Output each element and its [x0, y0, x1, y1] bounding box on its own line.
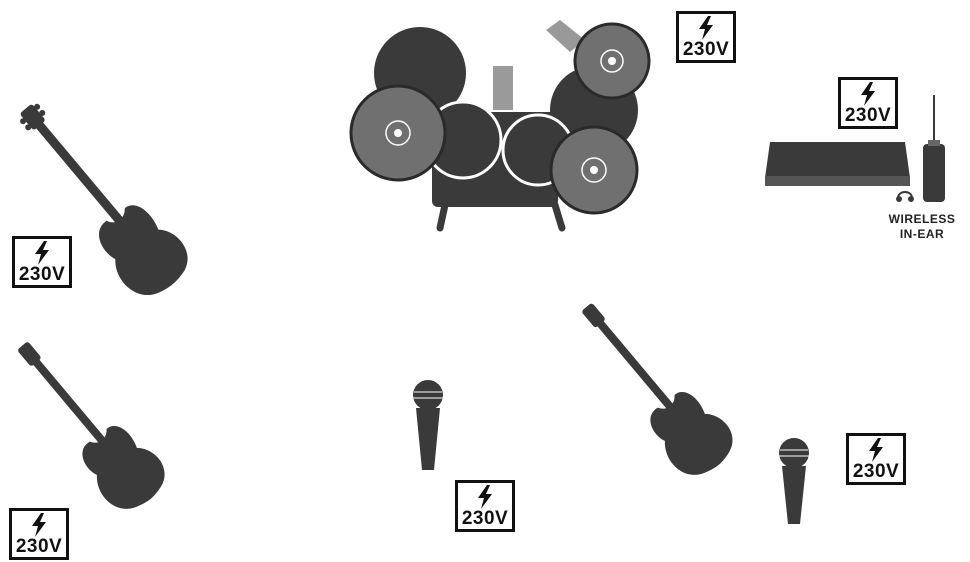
lightning-bolt-icon — [699, 16, 713, 40]
power-outlet-badge: 230V — [838, 77, 898, 129]
in-ear-caption: WIRELESS IN-EAR — [882, 212, 962, 242]
power-outlet-badge: 230V — [9, 508, 69, 560]
voltage-label: 230V — [844, 105, 892, 126]
voltage-label: 230V — [461, 508, 509, 529]
in-ear-caption-line1: WIRELESS — [888, 212, 956, 226]
power-outlet-badge: 230V — [676, 11, 736, 63]
lightning-bolt-icon — [35, 241, 49, 265]
power-outlet-badge: 230V — [846, 433, 906, 485]
lightning-bolt-icon — [478, 485, 492, 509]
voltage-label: 230V — [682, 39, 730, 60]
voltage-label: 230V — [18, 264, 66, 285]
voltage-label: 230V — [852, 461, 900, 482]
lightning-bolt-icon — [861, 82, 875, 106]
lightning-bolt-icon — [32, 513, 46, 537]
lightning-bolt-icon — [869, 438, 883, 462]
in-ear-caption-line2: IN-EAR — [899, 227, 945, 241]
voltage-label: 230V — [15, 536, 63, 557]
power-outlet-badge: 230V — [12, 236, 72, 288]
power-outlet-badge: 230V — [455, 480, 515, 532]
